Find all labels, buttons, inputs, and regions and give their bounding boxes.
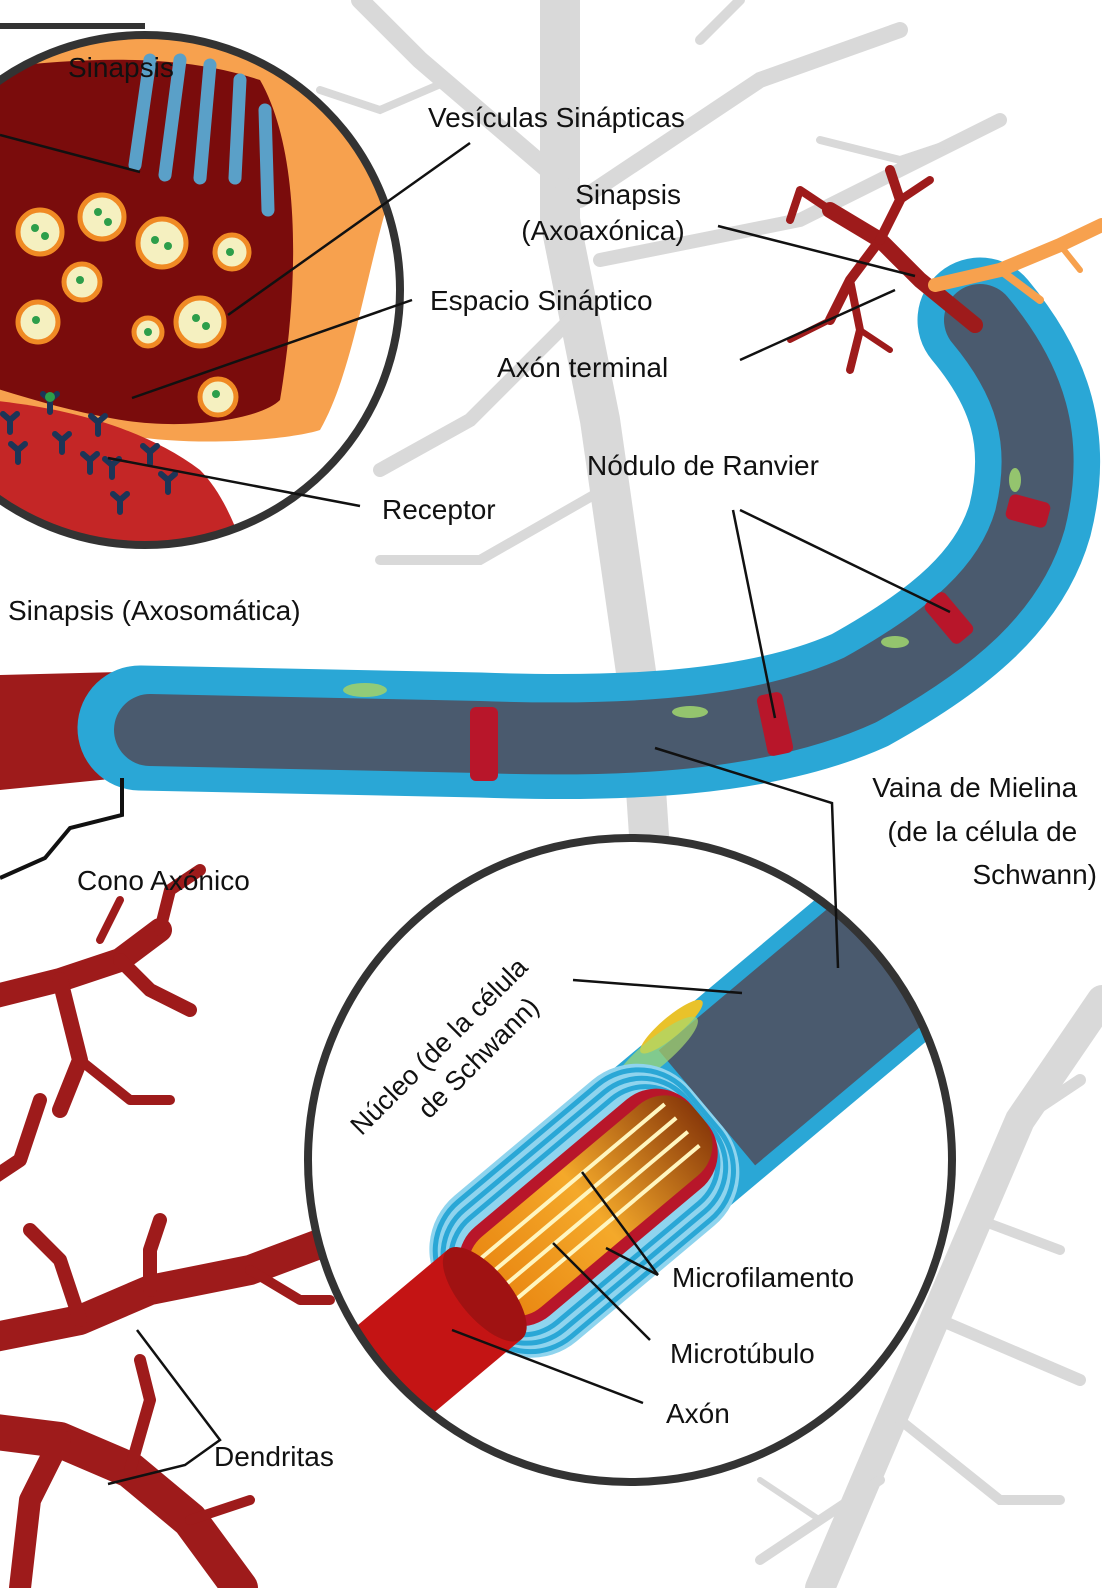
synapse-magnified [0,30,410,600]
label-cono-axonico: Cono Axónico [77,865,250,896]
label-vaina-mielina: Vaina de Mielina (de la célula de Schwan… [872,772,1097,890]
ranvier-node [470,707,498,781]
axon-hillock-bracket [0,778,122,878]
label-axon: Axón [666,1398,730,1429]
label-axon-terminal: Axón terminal [497,352,668,383]
label-receptor: Receptor [382,494,496,525]
label-espacio-sinaptico: Espacio Sináptico [430,285,653,316]
label-dendritas: Dendritas [214,1441,334,1472]
label-nodulo-ranvier: Nódulo de Ranvier [587,450,819,481]
label-microtubulo: Microtúbulo [670,1338,815,1369]
dendrites [0,870,330,1588]
label-sinapsis-axosomatica: Sinapsis (Axosomática) [8,595,301,626]
label-microfilamento: Microfilamento [672,1262,854,1293]
label-vesiculas-sinapticas: Vesículas Sinápticas [428,102,685,133]
label-sinapsis: Sinapsis [68,52,174,83]
